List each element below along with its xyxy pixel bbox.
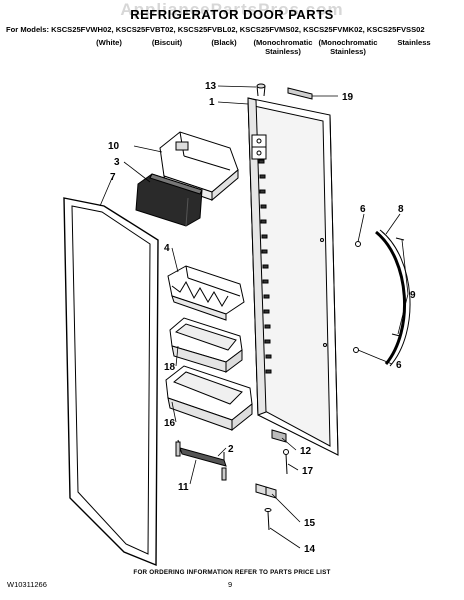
hinge-bracket-15 xyxy=(255,483,277,499)
watermark: AppliancePartsPros.com xyxy=(120,0,344,19)
callout-7: 7 xyxy=(110,172,116,183)
hinge-bushing-12 xyxy=(271,429,287,443)
callout-16: 16 xyxy=(164,418,176,429)
callout-17: 17 xyxy=(302,466,314,477)
callout-14: 14 xyxy=(304,544,316,555)
callout-10: 10 xyxy=(108,141,120,152)
callout-1: 1 xyxy=(209,97,215,108)
screw-13 xyxy=(256,83,266,97)
handle-grommets-6 xyxy=(353,241,361,353)
door-bin-4 xyxy=(167,265,245,321)
callout-9: 9 xyxy=(410,290,416,301)
door-handle-8 xyxy=(375,229,411,367)
hinge-cover-19 xyxy=(287,87,313,100)
door-bin-18 xyxy=(169,317,243,373)
callout-2: 2 xyxy=(228,444,234,455)
variant-black: (Black) xyxy=(211,38,237,47)
page-title: REFRIGERATOR DOOR PARTS xyxy=(130,7,334,22)
callout-18: 18 xyxy=(164,362,176,373)
callout-11: 11 xyxy=(178,482,189,493)
document-number: W10311266 xyxy=(7,580,47,589)
door-gasket-7 xyxy=(63,197,159,567)
callout-19: 19 xyxy=(342,92,354,103)
callout-15: 15 xyxy=(304,518,316,529)
ordering-note: FOR ORDERING INFORMATION REFER TO PARTS … xyxy=(133,569,331,576)
utility-door-3 xyxy=(135,173,203,227)
callout-13: 13 xyxy=(205,81,217,92)
door-bin-16 xyxy=(165,365,253,432)
callout-6-top: 6 xyxy=(360,204,366,215)
hinge-pin-17 xyxy=(283,449,289,475)
callout-6-bottom: 6 xyxy=(396,360,402,371)
models-line: For Models: KSCS25FVWH02, KSCS25FVBT02, … xyxy=(6,25,425,34)
handle-screws-9 xyxy=(391,237,405,337)
callout-4: 4 xyxy=(164,243,170,254)
hinge-screw-14 xyxy=(264,508,272,531)
variant-stainless: Stainless xyxy=(397,38,431,47)
callout-8: 8 xyxy=(398,204,404,215)
door-liner xyxy=(247,97,339,456)
callout-3: 3 xyxy=(114,157,120,168)
callout-labels: 13 1 19 10 3 7 6 8 9 4 6 18 16 2 11 12 1… xyxy=(108,81,416,555)
callout-12: 12 xyxy=(300,446,312,457)
page-number: 9 xyxy=(228,580,233,589)
clip-11 xyxy=(175,441,227,481)
variant-biscuit: (Biscuit) xyxy=(151,38,183,47)
leader-lines xyxy=(99,85,409,549)
variant-white: (White) xyxy=(96,38,122,47)
trim-2 xyxy=(177,439,227,467)
model-variants: (White) (Biscuit) (Black) (Monochromatic… xyxy=(0,38,464,62)
door-rail-studs xyxy=(258,159,272,374)
